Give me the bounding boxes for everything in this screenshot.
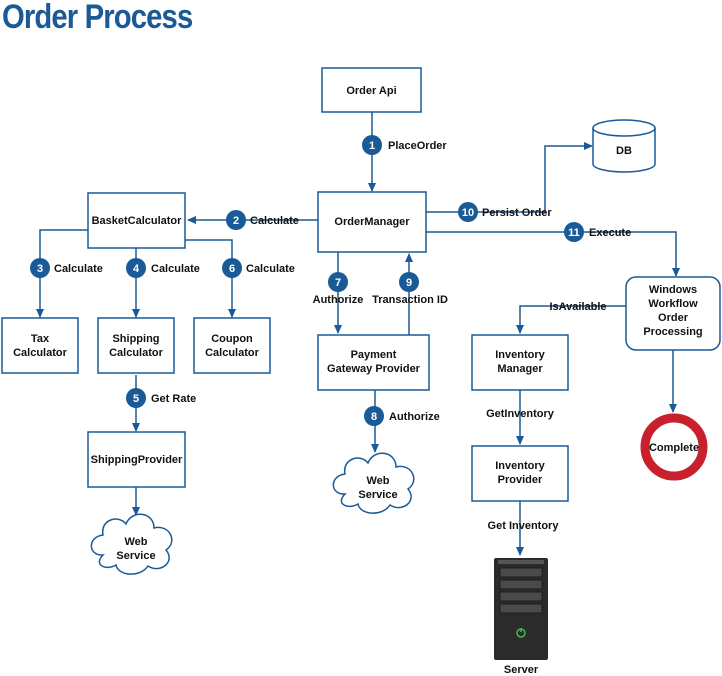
step-number: 11 [568, 227, 580, 239]
step-number: 3 [37, 263, 43, 275]
step-6: 6 Calculate [222, 258, 295, 278]
node-tax-calculator: Tax Calculator [1, 317, 79, 374]
label-get-inventory-1: GetInventory [486, 408, 555, 420]
edge-workflow-to-inventory-manager [516, 305, 626, 334]
node-label-line-1: Payment [351, 349, 397, 361]
cloud-label-line-1: Web [124, 536, 147, 548]
node-inventory-manager: Inventory Manager [471, 334, 569, 391]
node-order-api: Order Api [321, 67, 422, 113]
cloud-label-line-1: Web [366, 475, 389, 487]
complete-end-node: Complete [640, 413, 708, 481]
node-shipping-calculator: Shipping Calculator [97, 317, 175, 374]
complete-ring [640, 413, 708, 481]
edge-basket-to-tax [36, 229, 88, 318]
node-payment-gateway-provider: Payment Gateway Provider [317, 334, 430, 391]
step-number: 2 [233, 215, 239, 227]
step-label: Execute [589, 227, 631, 239]
step-label: Authorize [389, 411, 440, 423]
step-11: 11 Execute [564, 222, 631, 242]
node-basket-calculator: BasketCalculator [87, 192, 186, 249]
server-icon: Server [494, 558, 548, 676]
step-10: 10 Persist Order [458, 202, 552, 222]
cloud-label-line-2: Service [116, 550, 155, 562]
node-order-manager: OrderManager [317, 191, 427, 253]
node-label: BasketCalculator [92, 215, 183, 227]
step-label: Calculate [151, 263, 200, 275]
step-number: 1 [369, 140, 375, 152]
node-inventory-provider: Inventory Provider [471, 445, 569, 502]
node-label-line-1: Inventory [495, 349, 545, 361]
step-number: 9 [406, 277, 412, 289]
step-label: Calculate [246, 263, 295, 275]
step-4: 4 Calculate [126, 258, 200, 278]
step-2: 2 Calculate [226, 210, 299, 230]
complete-label: Complete [649, 442, 699, 454]
edge-manager-to-db [426, 142, 593, 213]
server-label: Server [504, 664, 539, 676]
node-label: OrderManager [334, 216, 410, 228]
step-label: Calculate [250, 215, 299, 227]
step-number: 8 [371, 411, 377, 423]
step-label: Persist Order [482, 207, 552, 219]
step-1: 1 PlaceOrder [362, 135, 447, 155]
step-label: Get Rate [151, 393, 196, 405]
step-7: 7 Authorize [313, 272, 364, 306]
step-label: Calculate [54, 263, 103, 275]
node-db-cylinder: DB [592, 119, 656, 173]
step-8: 8 Authorize [364, 406, 440, 426]
node-label-line-1: Windows [649, 284, 697, 296]
node-label-line-2: Manager [497, 363, 543, 375]
step-9: 9 Transaction ID [372, 272, 448, 306]
node-label-line-1: Inventory [495, 460, 545, 472]
step-number: 7 [335, 277, 341, 289]
step-label: Authorize [313, 294, 364, 306]
node-windows-workflow: Windows Workflow Order Processing [625, 276, 721, 351]
node-label-line-2: Calculator [205, 347, 260, 359]
node-label-line-1: Tax [31, 333, 50, 345]
node-label-line-2: Provider [498, 474, 543, 486]
node-label-line-1: Coupon [211, 333, 253, 345]
node-coupon-calculator: Coupon Calculator [193, 317, 271, 374]
step-number: 10 [462, 207, 474, 219]
web-service-cloud-middle: Web Service [332, 452, 415, 514]
step-3: 3 Calculate [30, 258, 103, 278]
diagram-title: Order Process [2, 0, 193, 36]
node-label-line-2: Gateway Provider [327, 363, 421, 375]
node-label-line-1: Shipping [112, 333, 159, 345]
step-number: 4 [133, 263, 140, 275]
node-label-line-2: Calculator [109, 347, 164, 359]
label-is-available: IsAvailable [549, 301, 606, 313]
step-number: 5 [133, 393, 139, 405]
node-label: Order Api [346, 85, 396, 97]
node-label-line-3: Order [658, 312, 689, 324]
node-label-line-2: Workflow [648, 298, 698, 310]
node-label: ShippingProvider [91, 454, 183, 466]
step-label: PlaceOrder [388, 140, 447, 152]
node-label: DB [616, 145, 632, 157]
step-5: 5 Get Rate [126, 388, 196, 408]
edge-basket-to-coupon [185, 239, 236, 318]
label-get-inventory-2: Get Inventory [488, 520, 560, 532]
step-label: Transaction ID [372, 294, 448, 306]
edge-manager-to-workflow [426, 231, 680, 277]
cloud-label-line-2: Service [358, 489, 397, 501]
web-service-cloud-left: Web Service [90, 513, 173, 575]
step-number: 6 [229, 263, 235, 275]
node-label-line-4: Processing [643, 326, 702, 338]
node-label-line-2: Calculator [13, 347, 68, 359]
node-shipping-provider: ShippingProvider [87, 431, 186, 488]
